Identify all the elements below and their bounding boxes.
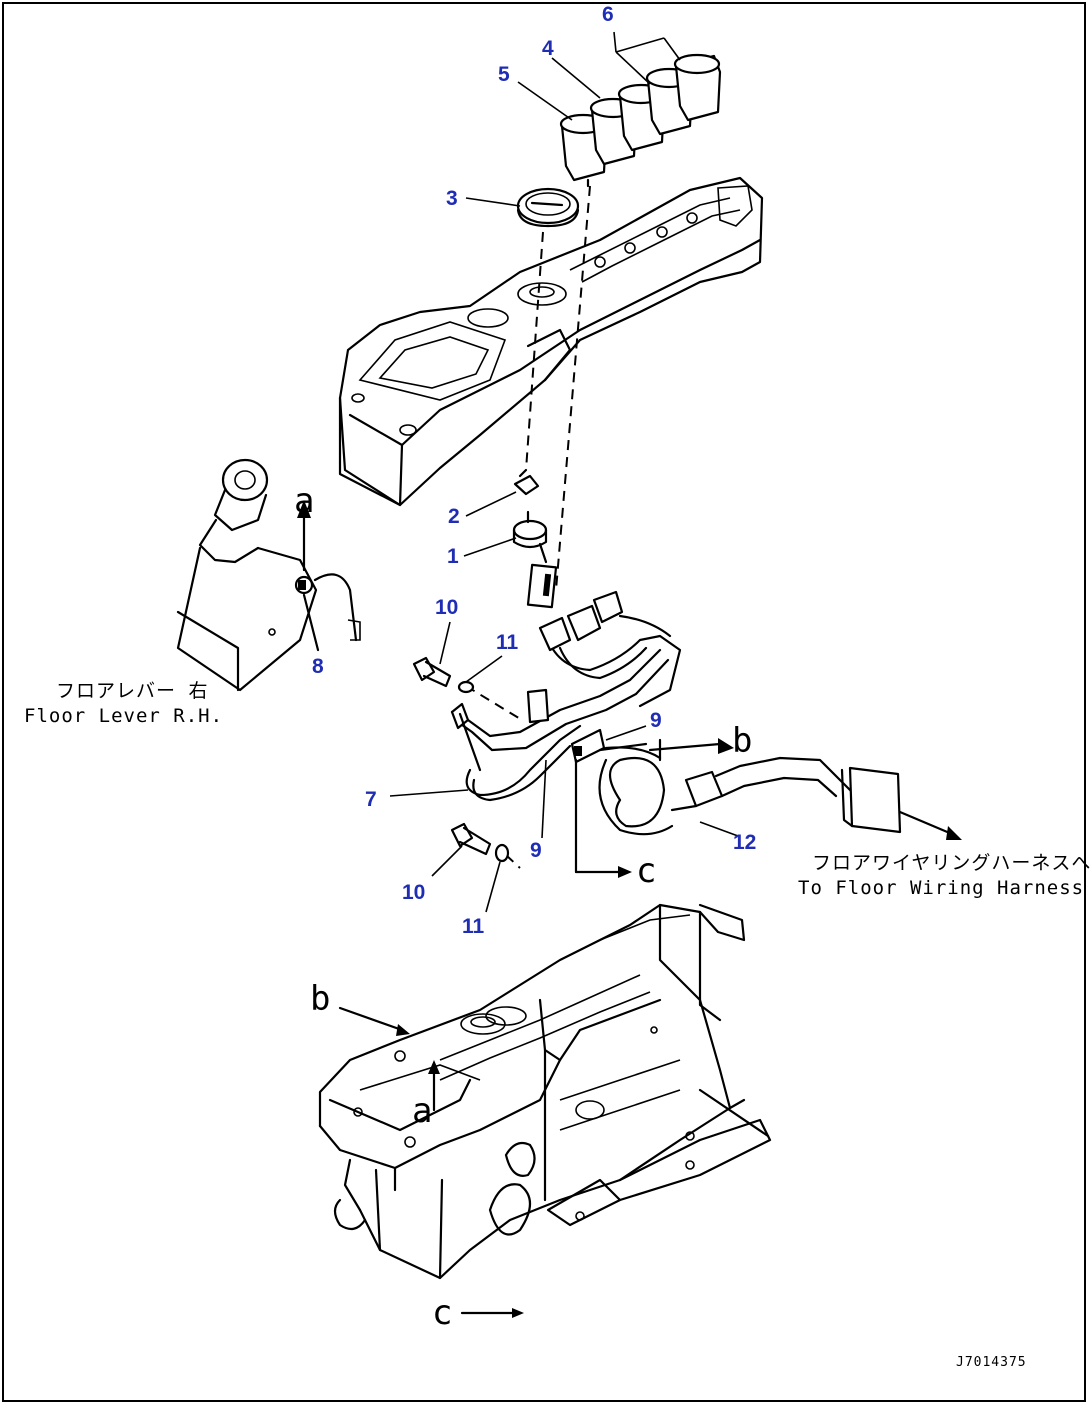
- wiring-harness: [450, 590, 962, 878]
- callout-leaders: [389, 31, 739, 913]
- view-letter-c-console: c: [432, 1293, 453, 1333]
- view-letter-b-console: b: [310, 979, 331, 1019]
- clip-and-potentiometer: [512, 468, 558, 609]
- callout-5: 5: [498, 63, 510, 86]
- floor-lever-label-en: Floor Lever R.H.: [24, 705, 224, 727]
- drawing-code: J7014375: [956, 1355, 1027, 1370]
- rocker-switch-group: [559, 53, 722, 188]
- callout-11-lower: 11: [462, 915, 485, 938]
- view-letter-b-harness: b: [732, 721, 753, 761]
- callout-10-upper: 10: [435, 596, 459, 619]
- view-letter-a-lever: a: [294, 481, 315, 521]
- view-letter-c-harness: c: [636, 851, 657, 891]
- floor-lever-rh: [176, 458, 361, 692]
- rotary-switch: [516, 187, 580, 228]
- callout-9-lower: 9: [530, 839, 542, 862]
- callout-11-upper: 11: [496, 631, 519, 654]
- upper-console: [338, 176, 764, 507]
- callout-2: 2: [448, 505, 460, 528]
- callout-6: 6: [602, 3, 614, 26]
- floor-harness-label-jp: フロアワイヤリングハーネスへ: [812, 852, 1090, 874]
- lower-console: [318, 903, 772, 1318]
- floor-lever-label-jp: フロアレバー 右: [56, 680, 209, 702]
- view-letter-a-console: a: [412, 1091, 433, 1131]
- callout-1: 1: [447, 545, 459, 568]
- callout-10-lower: 10: [402, 881, 426, 904]
- callout-4: 4: [542, 37, 554, 60]
- callout-7: 7: [365, 788, 377, 811]
- callout-8: 8: [312, 655, 324, 678]
- callout-12: 12: [733, 831, 757, 854]
- bolts-and-washers: [412, 656, 510, 863]
- floor-harness-label-en: To Floor Wiring Harness: [798, 877, 1085, 899]
- callout-3: 3: [446, 187, 458, 210]
- callout-9-right: 9: [650, 709, 662, 732]
